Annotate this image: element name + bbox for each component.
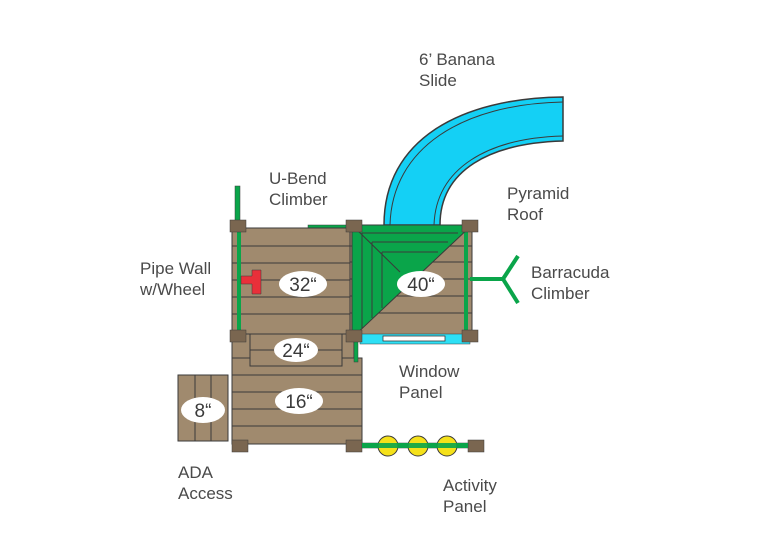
deck-24-height: 24“	[282, 341, 309, 362]
label-barracuda-climber: Barracuda Climber	[531, 263, 610, 303]
banana-slide	[383, 96, 564, 226]
deck-40-height: 40“	[407, 275, 434, 296]
deck-8-badge: 8“	[181, 397, 225, 423]
wheel-icon	[240, 269, 262, 295]
label-window-panel: Window Panel	[399, 362, 460, 402]
deck-16-height: 16“	[285, 392, 312, 413]
barracuda-climber	[470, 254, 520, 305]
label-u-bend-climber: U-Bend Climber	[269, 169, 328, 209]
window-panel	[359, 333, 471, 345]
pipe-wall-pipe	[237, 228, 241, 334]
deck-24-badge: 24“	[274, 338, 318, 362]
deck-32-height: 32“	[289, 275, 316, 296]
activity-panel	[361, 435, 469, 457]
deck-40-badge: 40“	[397, 271, 445, 297]
label-banana-slide: 6’ Banana Slide	[419, 50, 495, 90]
deck-8-height: 8“	[195, 401, 212, 422]
deck-32-badge: 32“	[279, 271, 327, 297]
label-pyramid-roof: Pyramid Roof	[507, 184, 570, 224]
label-ada-access: ADA Access	[178, 463, 233, 503]
label-pipe-wall: Pipe Wall w/Wheel	[140, 259, 212, 299]
deck-16-badge: 16“	[275, 388, 323, 414]
label-activity-panel: Activity Panel	[443, 476, 497, 516]
